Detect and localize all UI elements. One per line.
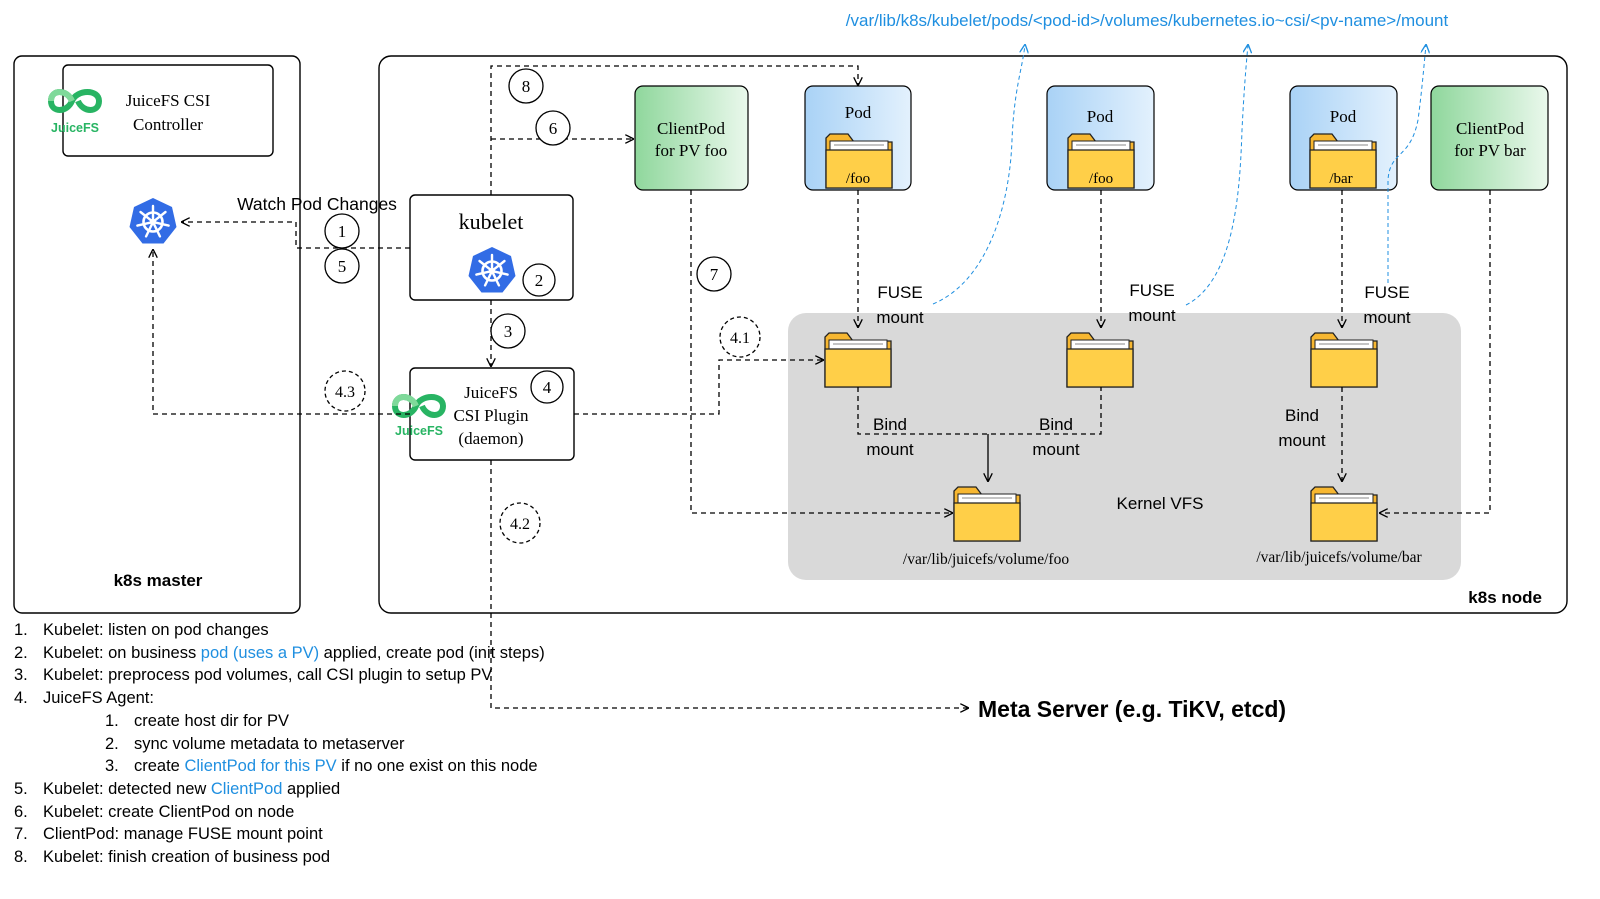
clientpod-foo-line1: ClientPod bbox=[657, 119, 726, 138]
csi-controller-line2: Controller bbox=[133, 115, 203, 134]
arrow-step-8 bbox=[490, 65, 858, 195]
fuse-mount-1-line1: FUSE bbox=[877, 283, 922, 302]
arrow-clientpod-bar bbox=[1380, 190, 1491, 513]
step-6-circle bbox=[535, 110, 571, 146]
volume-foo-path: /var/lib/juicefs/volume/foo bbox=[903, 551, 1069, 568]
step-3-circle bbox=[490, 313, 526, 349]
step-2-label: 2 bbox=[535, 271, 544, 290]
meta-server-label: Meta Server (e.g. TiKV, etcd) bbox=[978, 696, 1286, 722]
step-4-3-label: 4.3 bbox=[335, 384, 355, 401]
arrow-watch-pod-changes bbox=[182, 222, 410, 249]
volume-bar-folder-icon bbox=[1310, 486, 1378, 542]
step-8-circle bbox=[508, 68, 544, 104]
step-4-3-circle bbox=[324, 370, 366, 412]
step-7-label: 7 bbox=[710, 265, 719, 284]
fuse-mount-3-line2: mount bbox=[1363, 308, 1411, 327]
csi-controller-line1: JuiceFS CSI bbox=[126, 91, 211, 110]
step-1-circle bbox=[324, 213, 360, 249]
pod-3-folder-label: /bar bbox=[1329, 171, 1352, 187]
csi-plugin-line1: JuiceFS bbox=[464, 383, 518, 402]
step-6-label: 6 bbox=[549, 119, 558, 138]
path-leader-2 bbox=[1185, 45, 1248, 306]
step-8-label: 8 bbox=[522, 77, 531, 96]
pod-2-label: Pod bbox=[1087, 107, 1114, 126]
fuse-mount-1-line2: mount bbox=[876, 308, 924, 327]
step-4-1-label: 4.1 bbox=[730, 330, 750, 347]
legend-item: 6.Kubelet: create ClientPod on node bbox=[14, 802, 295, 821]
step-4-1-circle bbox=[719, 316, 761, 358]
legend-item: 8.Kubelet: finish creation of business p… bbox=[14, 848, 331, 867]
bind-mount-2-line2: mount bbox=[1032, 440, 1080, 459]
legend-item: 7.ClientPod: manage FUSE mount point bbox=[14, 825, 323, 844]
bind-mount-2-line1: Bind bbox=[1039, 415, 1073, 434]
pod-3-label: Pod bbox=[1330, 107, 1357, 126]
bind-mount-1-line1: Bind bbox=[873, 415, 907, 434]
step-2-circle bbox=[522, 263, 556, 297]
pod-1-folder-label: /foo bbox=[846, 171, 870, 187]
step-4-label: 4 bbox=[543, 378, 552, 397]
legend-sublist: 1.create host dir for PV 2.sync volume m… bbox=[43, 710, 714, 778]
legend-item: 2.Kubelet: on business pod (uses a PV) a… bbox=[14, 643, 545, 662]
path-leader-3 bbox=[1387, 45, 1426, 283]
k8s-node-frame bbox=[378, 55, 1568, 614]
csi-plugin-line3: (daemon) bbox=[458, 429, 523, 448]
legend-subitem: 1.create host dir for PV bbox=[105, 711, 289, 730]
mount-path-label: /var/lib/k8s/kubelet/pods/<pod-id>/volum… bbox=[846, 11, 1449, 30]
arrow-step-4-3 bbox=[153, 250, 410, 415]
clientpod-bar-box bbox=[1430, 85, 1549, 191]
arrow-step-4-2 bbox=[490, 460, 968, 708]
arrow-step-4-1 bbox=[574, 360, 823, 415]
bind-mount-3-line2: mount bbox=[1278, 431, 1326, 450]
clientpod-bar-line1: ClientPod bbox=[1456, 119, 1525, 138]
volume-bar-path: /var/lib/juicefs/volume/bar bbox=[1256, 549, 1422, 566]
legend-item: 4.JuiceFS Agent: 1.create host dir for P… bbox=[14, 687, 714, 778]
clientpod-foo-box bbox=[634, 85, 749, 191]
step-7-circle bbox=[696, 256, 732, 292]
bind-mount-3-line1: Bind bbox=[1285, 406, 1319, 425]
plugin-logo-text: JuiceFS bbox=[395, 424, 443, 438]
step-4-circle bbox=[530, 370, 564, 404]
fuse-mount-2-line1: FUSE bbox=[1129, 281, 1174, 300]
k8s-master-label: k8s master bbox=[114, 571, 203, 590]
juicefs-logo-text: JuiceFS bbox=[51, 121, 99, 135]
legend-item: 5.Kubelet: detected new ClientPod applie… bbox=[14, 779, 341, 798]
step-4-2-label: 4.2 bbox=[510, 516, 530, 533]
clientpod-foo-line2: for PV foo bbox=[655, 141, 727, 160]
fuse-mount-folder-1-icon bbox=[824, 332, 892, 388]
legend-subitem: 3.create ClientPod for this PV if no one… bbox=[105, 757, 538, 776]
legend-item: 3.Kubelet: preprocess pod volumes, call … bbox=[14, 666, 493, 685]
pod-1-label: Pod bbox=[845, 103, 872, 122]
step-3-label: 3 bbox=[504, 322, 513, 341]
clientpod-bar-line2: for PV bar bbox=[1454, 141, 1526, 160]
bind-mount-1-line2: mount bbox=[866, 440, 914, 459]
fuse-mount-3-line1: FUSE bbox=[1364, 283, 1409, 302]
kubelet-label: kubelet bbox=[459, 209, 524, 234]
csi-plugin-line2: CSI Plugin bbox=[453, 406, 529, 425]
arrow-step-7 bbox=[690, 190, 952, 513]
fuse-mount-2-line2: mount bbox=[1128, 306, 1176, 325]
fuse-mount-folder-2-icon bbox=[1066, 332, 1134, 388]
volume-foo-folder-icon bbox=[953, 486, 1021, 542]
watch-pod-changes-label: Watch Pod Changes bbox=[237, 194, 397, 214]
step-4-2-circle bbox=[499, 502, 541, 544]
path-leader-1 bbox=[932, 45, 1025, 305]
steps-legend: 1.Kubelet: listen on pod changes 2.Kubel… bbox=[14, 619, 714, 869]
legend-item: 1.Kubelet: listen on pod changes bbox=[14, 621, 269, 639]
k8s-api-server-icon bbox=[128, 196, 178, 245]
kernel-vfs-label: Kernel VFS bbox=[1117, 494, 1204, 513]
k8s-master-frame bbox=[13, 55, 301, 614]
step-1-label: 1 bbox=[338, 222, 347, 241]
k8s-node-label: k8s node bbox=[1468, 588, 1542, 607]
legend-subitem: 2.sync volume metadata to metaserver bbox=[105, 734, 405, 753]
fuse-mount-folder-3-icon bbox=[1310, 332, 1378, 388]
pod-2-folder-label: /foo bbox=[1089, 171, 1113, 187]
step-5-label: 5 bbox=[338, 257, 347, 276]
step-5-circle bbox=[324, 248, 360, 284]
